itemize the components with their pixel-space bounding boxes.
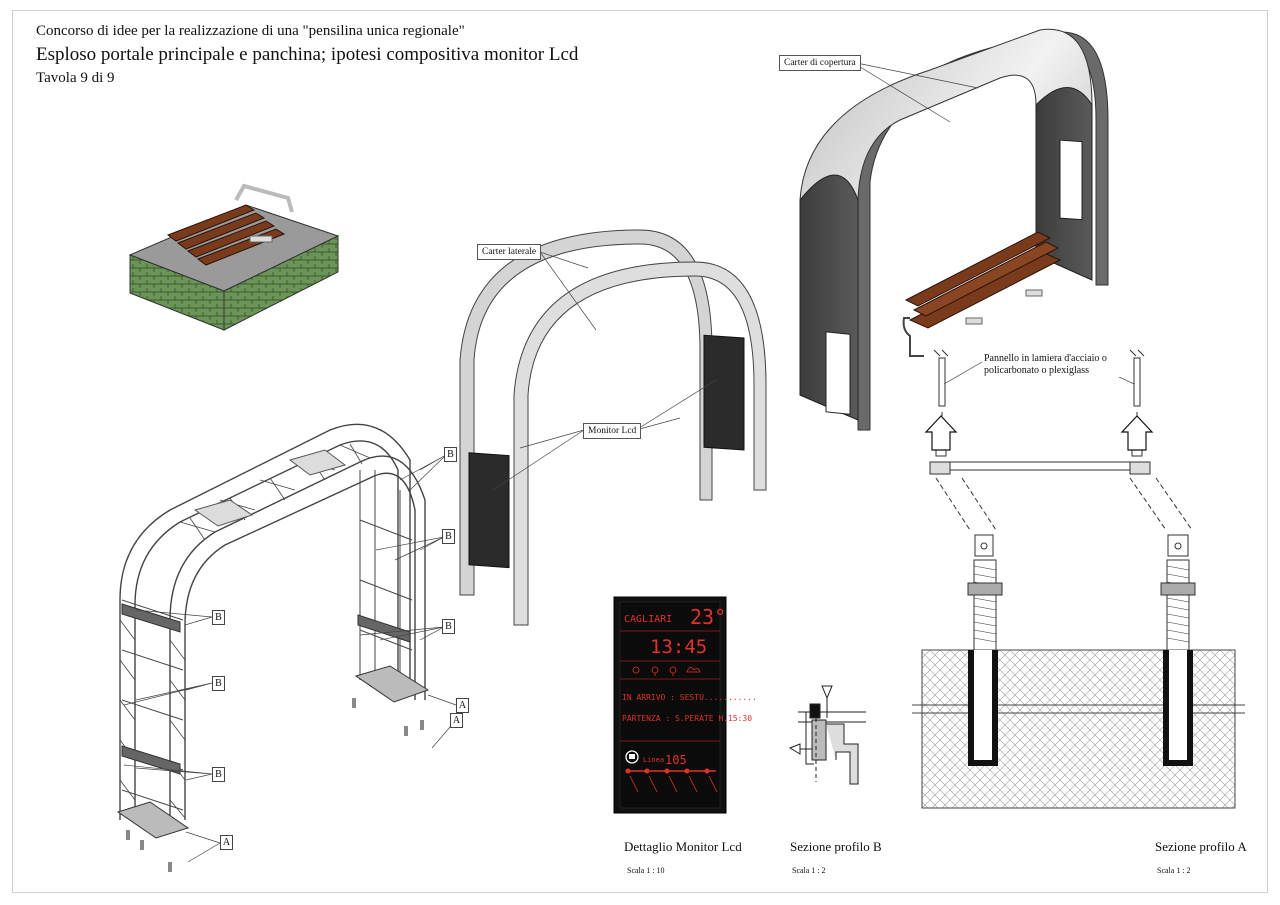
concrete-section (912, 649, 1245, 809)
sheet-frame (12, 10, 1268, 893)
scale-profilo-a: Scala 1 : 2 (1157, 866, 1191, 875)
panel-profile-detail (929, 349, 1196, 651)
lcd-arrival: IN ARRIVO : SESTU........... (622, 693, 757, 702)
callout-monitor-lcd: Monitor Lcd (583, 423, 642, 439)
truss-leaders (123, 454, 457, 863)
scale-profilo-b: Scala 1 : 2 (792, 866, 826, 875)
caption-profilo-b: Sezione profilo B (790, 839, 882, 854)
carter-laterale (459, 229, 767, 626)
truss-crossbars (121, 449, 411, 775)
lcd-route-stops (625, 768, 710, 774)
label-b-4: B (212, 610, 225, 625)
caption-profilo-a: Sezione profilo A (1155, 839, 1247, 854)
base-plate-right (352, 665, 430, 736)
sheet-title: Esploso portale principale e panchina; i… (36, 44, 579, 65)
label-a-3: A (220, 835, 233, 850)
lcd-weather-icons (632, 666, 701, 676)
callout-carter-copertura: Carter di copertura (779, 55, 861, 71)
lcd-monitor-detail: CAGLIARI 23° 13:45 IN ARRIVO : SESTU....… (613, 596, 757, 814)
lcd-departure: PARTENZA : S.PERATE H.15:30 (622, 714, 752, 723)
callout-carter-laterale: Carter laterale (477, 244, 542, 260)
lcd-line-label: Linea (643, 756, 664, 764)
caption-monitor: Dettaglio Monitor Lcd (624, 839, 742, 854)
lcd-time: 13:45 (650, 636, 707, 658)
label-a-2: A (450, 713, 463, 728)
label-b-1: B (444, 447, 457, 462)
lcd-line-number: 105 (665, 753, 687, 767)
lcd-city: CAGLIARI (624, 614, 672, 625)
label-b-5: B (212, 676, 225, 691)
label-a-1: A (456, 698, 469, 713)
sheet-subtitle: Concorso di idee per la realizzazione di… (36, 23, 465, 39)
sheet-number: Tavola 9 di 9 (36, 70, 115, 86)
callout-pannello: Pannello in lamiera d'acciaio o policarb… (984, 353, 1122, 377)
bus-icon (625, 750, 639, 764)
label-b-3: B (442, 619, 455, 634)
lcd-temperature: 23° (690, 605, 726, 629)
base-platform (128, 183, 340, 331)
base-plate-left (116, 801, 190, 872)
upward-arrows (924, 415, 1154, 451)
label-b-6: B (212, 767, 225, 782)
carter-copertura (799, 28, 1109, 431)
carter-laterale-leaders (492, 251, 717, 491)
scale-monitor: Scala 1 : 10 (627, 866, 665, 875)
section-profile-b (788, 685, 866, 785)
carter-copertura-leaders (851, 61, 979, 123)
bench-large (902, 231, 1062, 357)
label-b-2: B (442, 529, 455, 544)
